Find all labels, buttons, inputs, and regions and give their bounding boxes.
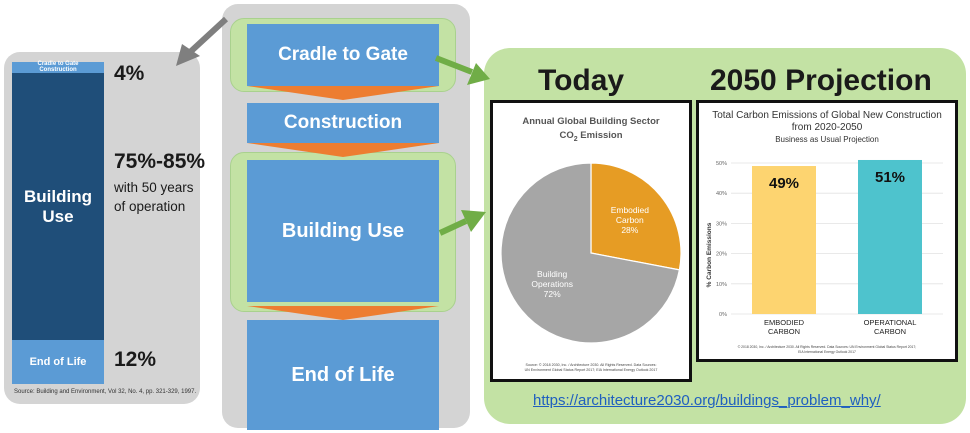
pie-slice bbox=[590, 162, 682, 271]
pie-slice-label: Carbon bbox=[616, 215, 644, 225]
percent-building-use-note: with 50 years of operation bbox=[114, 180, 194, 214]
bar-subtitle: Business as Usual Projection bbox=[775, 135, 879, 144]
bar-y-ticks: 0% 10% 20% 30% 40% 50% bbox=[716, 161, 727, 318]
bar-source-line-2: EIA International Energy Outlook 2017 bbox=[798, 350, 856, 354]
pie-slice-label: 28% bbox=[621, 225, 638, 235]
pie-slice-label: Embodied bbox=[611, 205, 650, 215]
bar-value-label: 51% bbox=[875, 169, 905, 186]
bar-y-axis-label: % Carbon Emissions bbox=[706, 222, 713, 287]
bar-mark bbox=[752, 166, 816, 314]
pie-subtitle-post: Emission bbox=[578, 130, 623, 141]
bar-chart: Total Carbon Emissions of Global New Con… bbox=[706, 110, 943, 354]
pie-source-line-1: Source: © 2018 2030, Inc. / Architecture… bbox=[526, 363, 657, 367]
pie-chart-card: Annual Global Building Sector CO2 Emissi… bbox=[490, 100, 692, 382]
chevron-down-icon bbox=[247, 306, 439, 320]
stage-construction: Construction bbox=[247, 103, 439, 143]
segment-end-of-life-label: End of Life bbox=[29, 356, 87, 368]
left-source-note: Source: Building and Environment, Vol 32… bbox=[14, 389, 197, 395]
bar-category-label: CARBON bbox=[874, 327, 906, 336]
stage-cradle-label: Cradle to Gate bbox=[278, 44, 408, 65]
chevron-down-icon bbox=[247, 86, 439, 100]
bar-title-line-1: Total Carbon Emissions of Global New Con… bbox=[712, 110, 942, 121]
bar-category-label: OPERATIONAL bbox=[864, 318, 917, 327]
bar-source-line-1: © 2018 2030, Inc. / Architecture 2030. A… bbox=[738, 345, 917, 349]
bar-title-line-2: from 2020-2050 bbox=[792, 122, 863, 133]
segment-building-use-label: Building Use bbox=[24, 186, 92, 226]
pie-subtitle-sub: 2 bbox=[574, 136, 578, 143]
bar-y-tick-label: 50% bbox=[716, 161, 727, 167]
segment-end-of-life: End of Life bbox=[12, 340, 104, 384]
pie-subtitle: CO2 Emission bbox=[559, 130, 622, 143]
pie-chart: Annual Global Building Sector CO2 Emissi… bbox=[500, 116, 682, 372]
today-heading: Today bbox=[538, 64, 625, 97]
stage-construction-label: Construction bbox=[283, 112, 403, 133]
stage-end-of-life-label: End of Life bbox=[291, 363, 395, 386]
bar-category-label: EMBODIED bbox=[764, 318, 805, 327]
bar-y-tick-label: 30% bbox=[716, 221, 727, 227]
pie-slice-label: Operations bbox=[531, 279, 573, 289]
segment-cradle-to-gate: Cradle to Gate bbox=[12, 61, 104, 67]
percent-end-of-life: 12% bbox=[114, 348, 157, 371]
chevron-down-icon bbox=[247, 143, 439, 157]
bar-chart-card: Total Carbon Emissions of Global New Con… bbox=[696, 100, 958, 362]
stage-building-use: Building Use bbox=[247, 160, 439, 302]
bar-value-label: 49% bbox=[769, 175, 799, 192]
percent-building-use: 75%-85% bbox=[114, 150, 206, 173]
lifecycle-stacked-bar: Cradle to Gate Construction Building Use… bbox=[12, 61, 104, 384]
percent-cradle-construction: 4% bbox=[114, 62, 145, 85]
bar-mark bbox=[858, 159, 922, 314]
segment-cradle-label: Cradle to Gate bbox=[37, 61, 79, 67]
source-link[interactable]: https://architecture2030.org/buildings_p… bbox=[533, 392, 881, 409]
pie-slice bbox=[500, 162, 681, 344]
bar-category-label: CARBON bbox=[768, 327, 800, 336]
pie-slices bbox=[500, 162, 682, 344]
pie-subtitle-pre: CO bbox=[559, 130, 573, 141]
pie-slice-label: 72% bbox=[544, 289, 561, 299]
segment-construction: Construction bbox=[12, 67, 104, 73]
stage-building-use-label: Building Use bbox=[281, 219, 405, 242]
pie-source-line-2: UN Environment Global Status Report 2017… bbox=[525, 368, 658, 372]
pie-title: Annual Global Building Sector bbox=[522, 116, 660, 127]
bar-y-tick-label: 10% bbox=[716, 282, 727, 288]
bar-y-tick-label: 0% bbox=[719, 312, 727, 318]
segment-building-use: Building Use bbox=[12, 73, 104, 340]
pie-slice-label: Building bbox=[537, 269, 568, 279]
segment-construction-label: Construction bbox=[39, 67, 77, 73]
stage-end-of-life: End of Life bbox=[247, 320, 439, 430]
projection-heading: 2050 Projection bbox=[710, 64, 932, 97]
bar-marks: 49% 51% bbox=[752, 159, 922, 314]
bar-y-tick-label: 40% bbox=[716, 191, 727, 197]
bar-y-tick-label: 20% bbox=[716, 252, 727, 258]
stage-cradle-to-gate: Cradle to Gate bbox=[247, 24, 439, 86]
